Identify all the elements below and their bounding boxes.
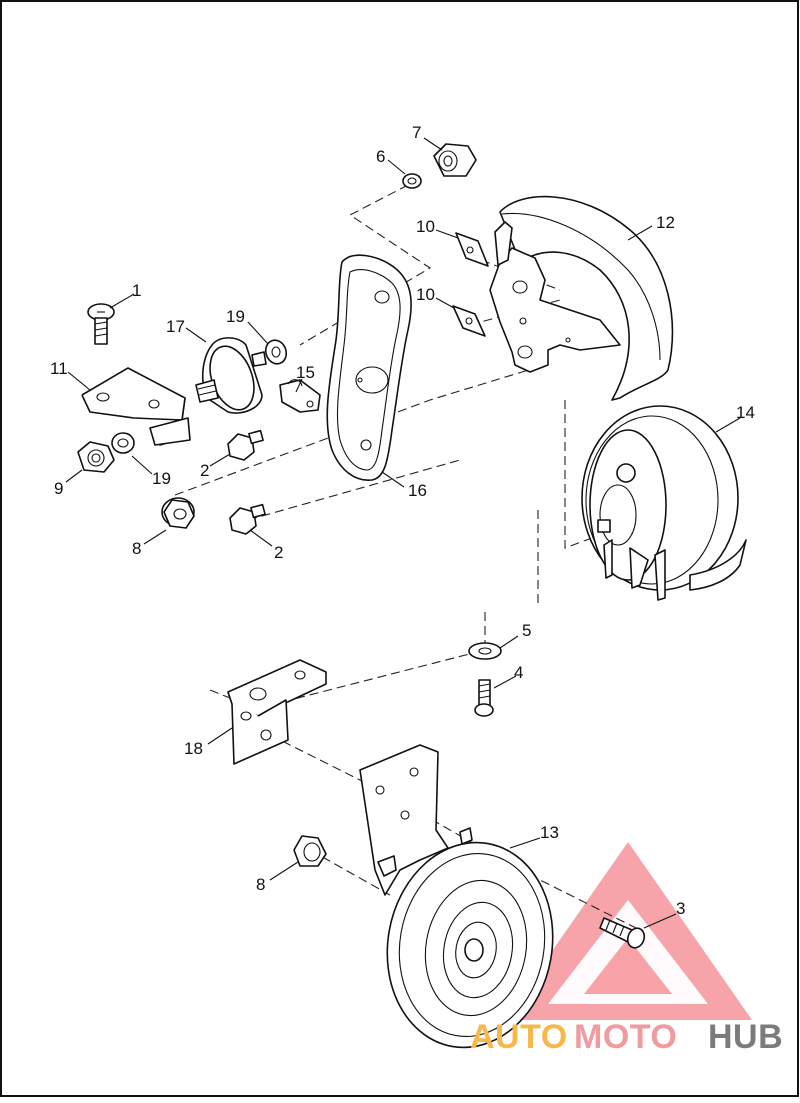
part-13-disc-horn [359, 744, 554, 1049]
part-10-speed-nut-lower [452, 305, 486, 337]
part-17-rubber-mount [195, 337, 267, 414]
label-part-4: 4 [514, 663, 523, 682]
part-8-flange-nut-lower [293, 835, 327, 867]
part-2-bolt-lower [229, 503, 266, 535]
label-part-18: 18 [184, 739, 203, 758]
part-labels: 1 2 2 3 4 5 6 7 8 8 9 10 10 11 12 13 14 … [50, 123, 755, 918]
part-6-washer [402, 173, 422, 189]
label-part-3: 3 [676, 899, 685, 918]
part-1-screw [87, 303, 115, 345]
part-19-washer-lower [111, 432, 135, 454]
part-11-bracket [81, 367, 191, 446]
part-16-mounting-bracket [326, 254, 412, 481]
label-part-16: 16 [408, 481, 427, 500]
watermark-word-moto: MOTO [574, 1018, 677, 1056]
label-part-13: 13 [540, 823, 559, 842]
label-part-15: 15 [296, 363, 315, 382]
label-part-19-lower: 19 [152, 469, 171, 488]
part-7-cap-nut [433, 143, 477, 177]
part-18-angle-bracket [227, 659, 327, 765]
label-part-10-lower: 10 [416, 285, 435, 304]
label-part-2-upper: 2 [200, 461, 209, 480]
label-part-9: 9 [54, 479, 63, 498]
label-part-2-lower: 2 [274, 543, 283, 562]
part-8-flange-nut-upper [161, 497, 195, 529]
part-15-clip [279, 379, 321, 413]
part-19-washer-upper [264, 339, 288, 365]
part-12-horn-cover [489, 195, 674, 401]
watermark-text: AUTO MOTO HUB [470, 1018, 783, 1056]
label-part-8-lower: 8 [256, 875, 265, 894]
label-part-7: 7 [412, 123, 421, 142]
label-part-5: 5 [522, 621, 531, 640]
watermark-word-auto: AUTO [470, 1018, 568, 1056]
part-2-bolt-upper [227, 429, 264, 461]
label-part-12: 12 [656, 213, 675, 232]
label-part-14: 14 [736, 403, 755, 422]
label-part-10-upper: 10 [416, 217, 435, 236]
label-part-17: 17 [166, 317, 185, 336]
label-part-6: 6 [376, 147, 385, 166]
label-part-19-upper: 19 [226, 307, 245, 326]
part-5-washer [468, 642, 502, 660]
leader-lines [65, 137, 741, 929]
label-part-8-upper: 8 [132, 539, 141, 558]
part-14-horn [581, 405, 747, 601]
part-9-flange-nut [77, 441, 115, 473]
label-part-1: 1 [132, 281, 141, 300]
part-3-screw [599, 917, 646, 949]
part-4-screw [474, 679, 494, 717]
part-10-speed-nut-upper [455, 232, 489, 267]
watermark-word-hub: HUB [708, 1018, 783, 1056]
label-part-11: 11 [50, 359, 68, 378]
